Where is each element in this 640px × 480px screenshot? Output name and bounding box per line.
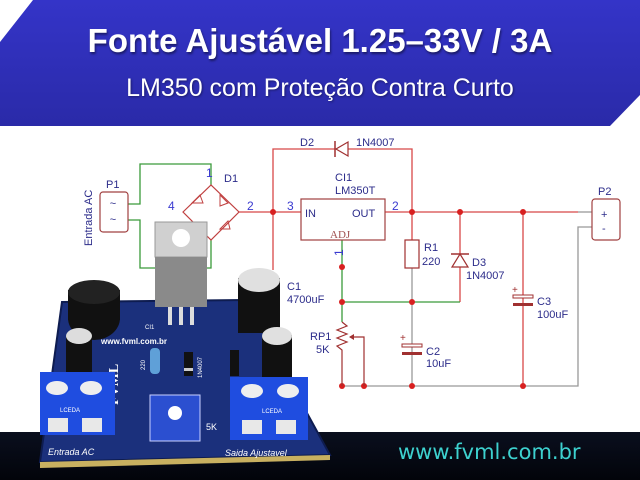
svg-text:R1: R1 (424, 242, 438, 254)
page-title: Fonte Ajustável 1.25–33V / 3A (87, 22, 553, 59)
footer-url-link[interactable]: www.fvml.com.br (398, 440, 581, 464)
svg-text:4: 4 (168, 199, 175, 213)
svg-text:2: 2 (247, 199, 254, 213)
svg-text:~: ~ (110, 214, 116, 226)
svg-text:10uF: 10uF (426, 358, 451, 370)
svg-text:5K: 5K (316, 344, 330, 356)
svg-text:C1: C1 (287, 281, 301, 293)
svg-text:Saida Ajustavel: Saida Ajustavel (225, 448, 288, 458)
svg-text:+: + (400, 333, 406, 344)
svg-text:CI1: CI1 (335, 172, 352, 184)
svg-text:100uF: 100uF (537, 309, 568, 321)
svg-text:-: - (602, 223, 606, 235)
svg-text:220: 220 (141, 359, 147, 370)
svg-text:OUT: OUT (352, 208, 376, 220)
diode-d3: 1N4007 (184, 352, 204, 378)
svg-text:220: 220 (422, 256, 440, 268)
svg-text:D2: D2 (300, 137, 314, 149)
ac-wires (128, 163, 212, 269)
svg-text:D3: D3 (472, 257, 486, 269)
diode-d2 (230, 350, 239, 376)
to220-regulator: CI1 (145, 221, 208, 331)
c1-label: C1 4700uF (287, 281, 325, 306)
ci1-regulator: CI1 LM350T IN OUT ADJ 3 2 1 (287, 172, 399, 256)
p1-connector: ~ ~ P1 Entrada AC (83, 179, 129, 246)
svg-text:www.fvml.com.br: www.fvml.com.br (100, 337, 167, 346)
rp1-potentiometer: RP1 5K (310, 321, 365, 386)
svg-text:5K: 5K (206, 422, 217, 432)
svg-text:C3: C3 (537, 296, 551, 308)
svg-text:4700uF: 4700uF (287, 294, 325, 306)
r1-resistor: R1 220 (404, 239, 440, 269)
svg-text:1N4007: 1N4007 (466, 270, 505, 282)
c3-capacitor: + C3 100uF (512, 285, 568, 321)
svg-text:3: 3 (287, 199, 294, 213)
svg-text:RP1: RP1 (310, 331, 331, 343)
svg-text:LCEDA: LCEDA (262, 409, 282, 415)
junction-dots (270, 209, 526, 389)
trimpot-rp1: 5K (149, 394, 217, 442)
resistor-r1: 220 (141, 348, 160, 374)
d2-diode: D2 1N4007 (300, 137, 395, 158)
svg-text:D1: D1 (224, 173, 238, 185)
svg-text:1: 1 (332, 249, 346, 256)
svg-text:P2: P2 (598, 186, 611, 198)
adj-wires (341, 240, 460, 322)
svg-text:P1: P1 (106, 179, 119, 191)
svg-text:Entrada AC: Entrada AC (83, 190, 95, 246)
svg-text:~: ~ (110, 198, 116, 210)
svg-text:+: + (601, 209, 607, 221)
svg-text:1N4007: 1N4007 (356, 137, 395, 149)
input-terminal: LCEDA Entrada AC (40, 372, 115, 457)
d3-diode: D3 1N4007 (450, 252, 505, 282)
svg-text:Entrada AC: Entrada AC (48, 447, 95, 457)
svg-text:CI1: CI1 (145, 325, 155, 331)
p2-connector: P2 + - (591, 186, 621, 241)
ground-wires (342, 211, 592, 387)
c2-capacitor: + C2 10uF (400, 333, 451, 370)
svg-text:LM350T: LM350T (335, 185, 376, 197)
svg-text:+: + (512, 285, 518, 296)
svg-text:C2: C2 (426, 346, 440, 358)
svg-text:ADJ: ADJ (330, 229, 351, 241)
title-banner (0, 0, 640, 126)
svg-text:1: 1 (206, 166, 213, 180)
svg-text:IN: IN (305, 208, 316, 220)
svg-text:LCEDA: LCEDA (60, 408, 80, 414)
page-subtitle: LM350 com Proteção Contra Curto (126, 74, 514, 102)
svg-text:2: 2 (392, 199, 399, 213)
svg-text:1N4007: 1N4007 (198, 356, 204, 378)
output-terminal: LCEDA Saida Ajustavel (225, 377, 308, 458)
